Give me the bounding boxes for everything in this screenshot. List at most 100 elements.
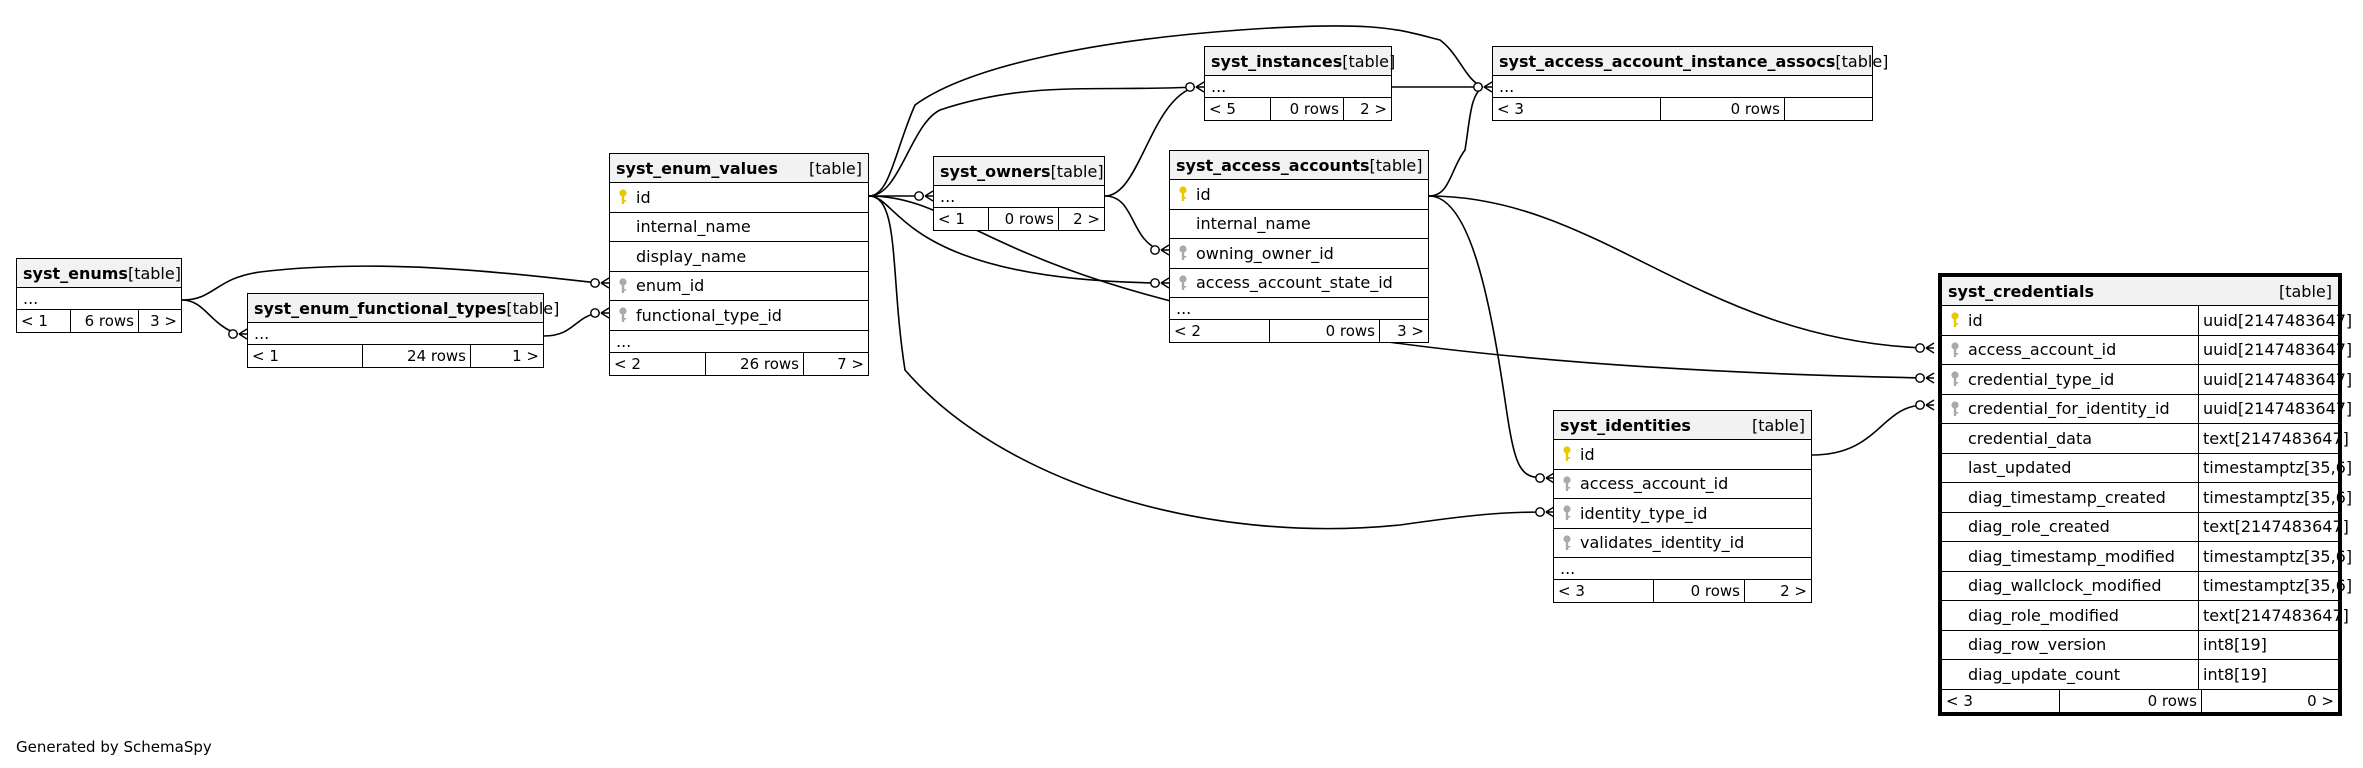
column-name: access_account_id	[1968, 340, 2117, 360]
row-count: 0 rows	[1271, 98, 1344, 120]
relationship-line	[1104, 195, 1161, 251]
table-type-label: [table]	[1050, 161, 1104, 181]
column-name: credential_for_identity_id	[1968, 399, 2170, 419]
table-syst-identities[interactable]: syst_identities[table]id access_account_i…	[1553, 410, 1812, 603]
column-row-functional-type-id[interactable]: functional_type_id	[610, 301, 868, 331]
column-type: text[2147483647]	[2198, 424, 2349, 453]
column-row-id[interactable]: id	[1170, 180, 1428, 210]
table-header[interactable]: syst_access_accounts[table]	[1170, 151, 1428, 180]
row-count: 0 rows	[1654, 580, 1745, 602]
table-header[interactable]: syst_credentials[table]	[1942, 277, 2338, 306]
key-slot	[1554, 535, 1580, 551]
column-row-owning-owner-id[interactable]: owning_owner_id	[1170, 239, 1428, 269]
column-row-access-account-state-id[interactable]: access_account_state_id	[1170, 269, 1428, 298]
column-row-id[interactable]: id	[1554, 440, 1811, 470]
key-slot	[1942, 401, 1968, 417]
parent-count: < 1	[248, 345, 363, 367]
column-name: id	[1196, 184, 1211, 204]
column-row-id[interactable]: id	[610, 183, 868, 213]
column-row-credential-data[interactable]: credential_data text[2147483647]	[1942, 424, 2349, 454]
table-syst-access-accounts[interactable]: syst_access_accounts[table]id internal_na…	[1169, 150, 1429, 343]
table-header[interactable]: syst_instances[table]	[1205, 47, 1395, 76]
column-type: text[2147483647]	[2198, 601, 2349, 630]
table-name: syst_identities	[1560, 415, 1691, 435]
column-row-display-name[interactable]: display_name	[610, 242, 868, 272]
key-slot	[1554, 476, 1580, 492]
column-name: display_name	[636, 246, 747, 266]
foreign-key-icon	[619, 278, 627, 293]
crows-foot-marker	[1473, 81, 1493, 93]
column-type: timestamptz[35,6]	[2198, 453, 2352, 482]
column-name: identity_type_id	[1580, 503, 1708, 523]
more-columns-ellipsis: ...	[610, 331, 868, 353]
column-name: id	[1580, 444, 1595, 464]
more-columns-ellipsis: ...	[1554, 558, 1811, 580]
parent-count: < 3	[1942, 689, 2060, 712]
column-row-validates-identity-id[interactable]: validates_identity_id	[1554, 529, 1811, 558]
primary-key-icon	[619, 189, 627, 205]
relationship-line	[868, 86, 1196, 197]
foreign-key-icon	[1951, 401, 1959, 416]
crows-foot-marker	[1150, 277, 1170, 289]
column-type: int8[19]	[2198, 660, 2338, 689]
foreign-key-icon	[619, 307, 627, 323]
crows-foot-marker	[1535, 472, 1555, 484]
table-syst-access-account-instance-assocs[interactable]: syst_access_account_instance_assocs[tabl…	[1492, 46, 1888, 121]
more-columns-ellipsis: ...	[1205, 76, 1391, 98]
crows-foot-marker	[1915, 372, 1935, 384]
column-row-diag-role-modified[interactable]: diag_role_modified text[2147483647]	[1942, 601, 2349, 631]
row-count: 0 rows	[1270, 320, 1380, 342]
table-name: syst_enums	[23, 263, 128, 283]
column-row-credential-for-identity-id[interactable]: credential_for_identity_id uuid[214748364…	[1942, 394, 2352, 424]
parent-count: < 2	[610, 352, 706, 375]
crows-foot-marker	[1915, 399, 1935, 411]
column-name: credential_data	[1968, 428, 2093, 448]
parent-count: < 5	[1205, 98, 1271, 120]
table-header[interactable]: syst_enums[table]	[17, 259, 181, 288]
column-row-internal-name[interactable]: internal_name	[610, 213, 868, 242]
column-name: diag_role_modified	[1968, 605, 2119, 625]
column-row-internal-name[interactable]: internal_name	[1170, 210, 1428, 239]
table-name: syst_credentials	[1948, 281, 2094, 301]
primary-key-icon	[1179, 186, 1187, 202]
column-name: diag_timestamp_created	[1968, 487, 2166, 507]
row-count: 24 rows	[363, 345, 471, 367]
foreign-key-icon	[1951, 342, 1959, 357]
column-name: diag_row_version	[1968, 635, 2107, 655]
table-header[interactable]: syst_identities[table]	[1554, 411, 1811, 440]
crows-foot-marker	[1150, 244, 1170, 256]
child-count: 7 >	[837, 354, 864, 373]
column-type: timestamptz[35,6]	[2198, 542, 2352, 571]
column-type: uuid[2147483647]	[2198, 394, 2352, 423]
row-count: 0 rows	[2060, 689, 2202, 712]
table-header[interactable]: syst_enum_functional_types[table]	[248, 294, 559, 323]
column-row-access-account-id[interactable]: access_account_id	[1554, 470, 1811, 499]
table-header[interactable]: syst_access_account_instance_assocs[tabl…	[1493, 47, 1888, 76]
column-row-enum-id[interactable]: enum_id	[610, 272, 868, 301]
child-count	[1785, 98, 1872, 120]
table-header[interactable]: syst_owners[table]	[934, 157, 1104, 186]
table-header[interactable]: syst_enum_values[table]	[610, 154, 868, 183]
relationship-line	[868, 25, 1484, 197]
table-type-label: [table]	[127, 263, 181, 283]
column-row-identity-type-id[interactable]: identity_type_id	[1554, 499, 1811, 529]
